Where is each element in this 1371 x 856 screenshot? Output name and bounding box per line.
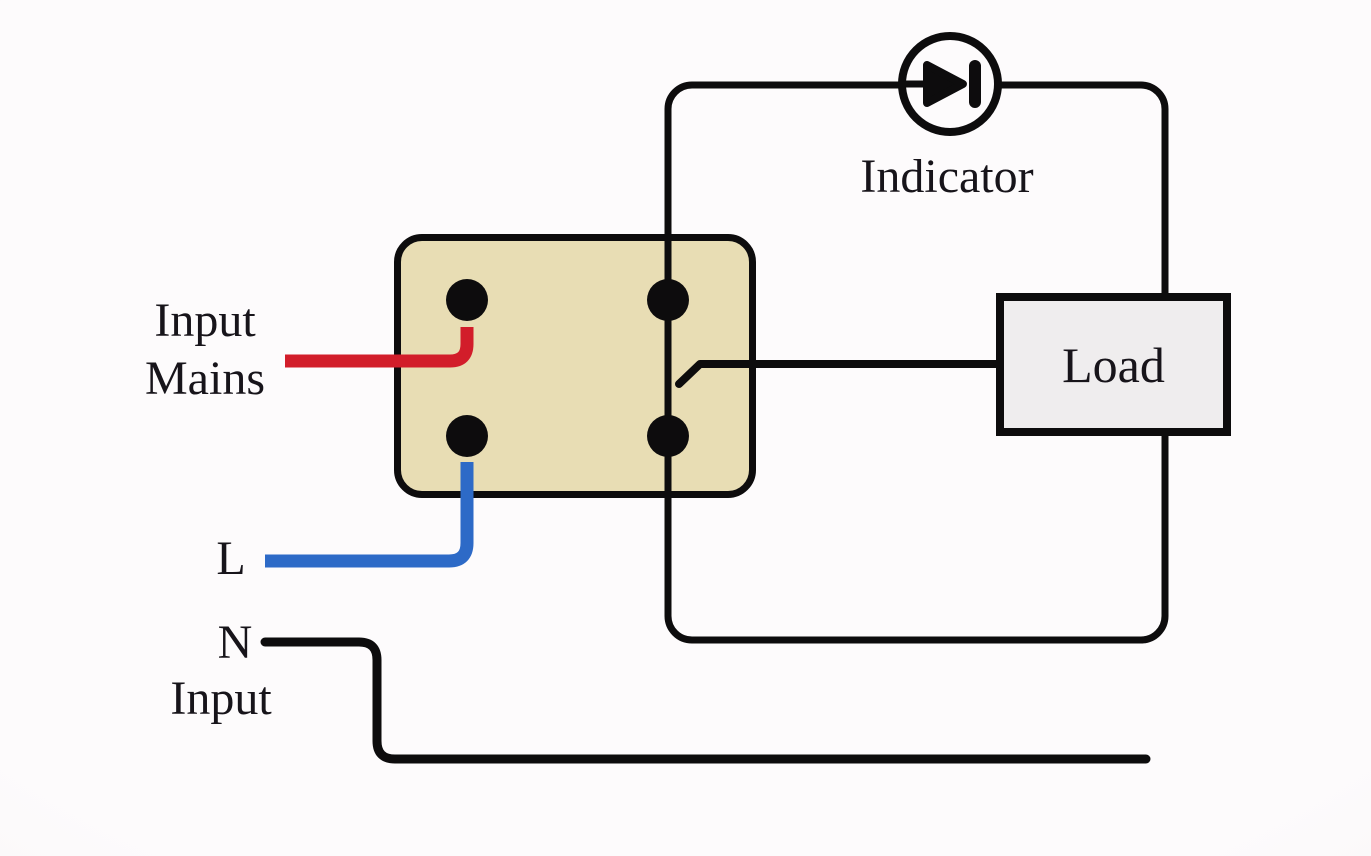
terminal-dot-top-left bbox=[446, 279, 488, 321]
indicator-label: Indicator bbox=[860, 150, 1034, 203]
input-mains-line2: Mains bbox=[145, 352, 265, 405]
live-input-wire bbox=[285, 327, 474, 368]
input-mains-line1: Input bbox=[154, 294, 256, 347]
live-out-wire bbox=[265, 462, 474, 568]
switch-terminals bbox=[446, 279, 689, 457]
indicator-diode-icon bbox=[898, 32, 1002, 136]
neutral-input-label: Input bbox=[170, 672, 272, 725]
terminal-dot-top-right bbox=[647, 279, 689, 321]
neutral-input-wire bbox=[260, 637, 1151, 764]
terminal-dot-bottom-left bbox=[446, 415, 488, 457]
load-label: Load bbox=[1062, 336, 1165, 393]
input-mains-label: Input Mains bbox=[125, 292, 285, 408]
terminal-dot-bottom-right bbox=[647, 415, 689, 457]
neutral-label: N bbox=[217, 616, 253, 669]
diode-triangle bbox=[923, 61, 967, 107]
diode-cathode-bar bbox=[969, 60, 981, 108]
load-box: Load bbox=[996, 293, 1231, 436]
switch-lever-wire bbox=[675, 360, 1006, 388]
live-label: L bbox=[216, 532, 246, 585]
